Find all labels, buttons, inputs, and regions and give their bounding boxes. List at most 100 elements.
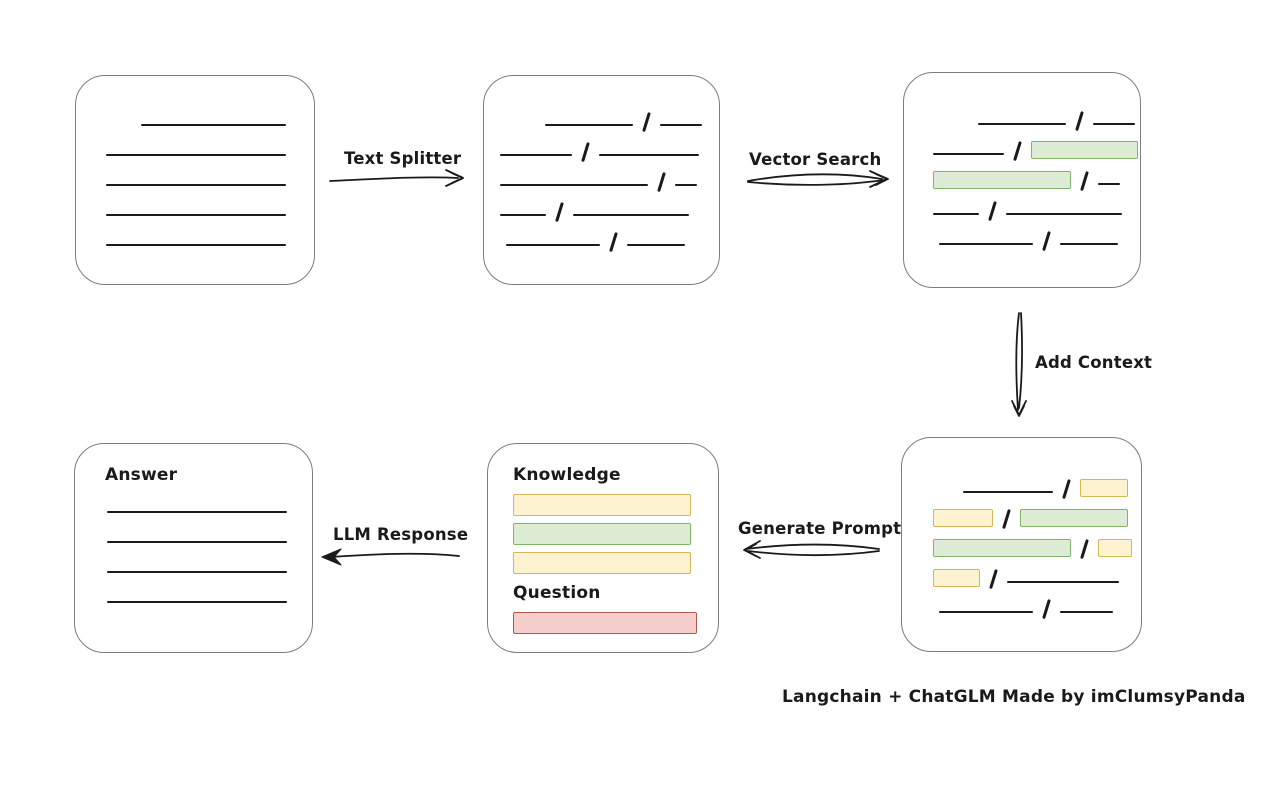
green-chunk xyxy=(1020,509,1128,527)
text-splitter-arrow xyxy=(329,169,464,187)
node-split-chunks xyxy=(483,75,720,285)
text-row xyxy=(931,190,1140,221)
caption: Langchain + ChatGLM Made by imClumsyPand… xyxy=(782,687,1246,707)
yellow-chunk xyxy=(933,509,993,527)
node-prompt: Knowledge Question xyxy=(487,443,719,653)
text-line xyxy=(978,123,1066,125)
text-row xyxy=(104,131,314,161)
text-row xyxy=(104,161,314,191)
slash-separator xyxy=(657,172,666,192)
yellow-chunk xyxy=(933,569,980,587)
text-line xyxy=(107,571,287,573)
text-row xyxy=(105,518,312,548)
text-line xyxy=(933,213,979,215)
text-row xyxy=(105,578,312,608)
add-context-arrow xyxy=(1011,312,1027,417)
text-line xyxy=(939,611,1033,613)
text-row xyxy=(931,160,1140,191)
node-answer: Answer xyxy=(74,443,313,653)
text-line xyxy=(1006,213,1122,215)
arrow-label-llm-response: LLM Response xyxy=(333,525,469,544)
text-line xyxy=(675,184,697,186)
text-row xyxy=(498,131,719,162)
slash-separator xyxy=(609,232,618,252)
question-label: Question xyxy=(513,583,601,603)
question-bars xyxy=(513,612,718,634)
slash-separator xyxy=(642,112,651,132)
text-line xyxy=(506,244,600,246)
text-line xyxy=(963,491,1053,493)
red-bar xyxy=(513,612,697,634)
text-line xyxy=(106,154,286,156)
text-row xyxy=(931,100,1140,131)
text-line xyxy=(141,124,286,126)
slash-separator xyxy=(989,569,998,589)
slash-separator xyxy=(1062,479,1071,499)
text-line xyxy=(1060,243,1118,245)
arrow-label-text-splitter: Text Splitter xyxy=(344,149,462,168)
text-row xyxy=(498,161,719,192)
arrow-label-generate-prompt: Generate Prompt xyxy=(738,519,902,538)
text-row xyxy=(105,548,312,578)
vector-search-arrow xyxy=(747,170,889,188)
llm-response-arrow xyxy=(321,548,460,566)
green-chunk xyxy=(933,539,1071,557)
text-line xyxy=(107,511,287,513)
yellow-bar xyxy=(513,494,691,516)
text-line xyxy=(1007,581,1119,583)
answer-label: Answer xyxy=(105,465,178,485)
text-line xyxy=(627,244,685,246)
text-row xyxy=(931,558,1141,589)
text-row xyxy=(498,191,719,222)
text-line xyxy=(500,154,572,156)
generate-prompt-arrow xyxy=(743,540,880,559)
text-row xyxy=(104,191,314,221)
yellow-chunk xyxy=(1080,479,1128,497)
text-row xyxy=(498,221,719,252)
slash-separator xyxy=(988,201,997,221)
text-line xyxy=(1060,611,1113,613)
yellow-bar xyxy=(513,552,691,574)
slash-separator xyxy=(1042,599,1051,619)
text-line xyxy=(107,601,287,603)
text-line xyxy=(599,154,699,156)
text-row xyxy=(104,221,314,251)
green-chunk xyxy=(1031,141,1138,159)
slash-separator xyxy=(581,142,590,162)
text-line xyxy=(660,124,702,126)
knowledge-label: Knowledge xyxy=(513,465,621,485)
text-line xyxy=(500,214,546,216)
text-line xyxy=(1098,183,1120,185)
text-row xyxy=(931,528,1141,559)
node-context-chunks xyxy=(901,437,1142,652)
slash-separator xyxy=(1002,509,1011,529)
slash-separator xyxy=(1080,171,1089,191)
text-line xyxy=(573,214,689,216)
slash-separator xyxy=(1075,111,1084,131)
text-row xyxy=(931,498,1141,529)
green-chunk xyxy=(933,171,1071,189)
text-line xyxy=(545,124,633,126)
text-row xyxy=(498,101,719,132)
text-line xyxy=(500,184,648,186)
text-line xyxy=(106,244,286,246)
text-row xyxy=(931,130,1140,161)
yellow-chunk xyxy=(1098,539,1132,557)
slash-separator xyxy=(555,202,564,222)
slash-separator xyxy=(1042,231,1051,251)
text-line xyxy=(107,541,287,543)
slash-separator xyxy=(1080,539,1089,559)
node-source-document xyxy=(75,75,315,285)
answer-lines xyxy=(105,488,312,608)
arrow-label-vector-search: Vector Search xyxy=(749,150,882,169)
green-bar xyxy=(513,523,691,545)
text-row xyxy=(931,468,1141,499)
text-row xyxy=(104,101,314,131)
text-line xyxy=(106,214,286,216)
slash-separator xyxy=(1013,141,1022,161)
text-row xyxy=(931,220,1140,251)
arrow-label-add-context: Add Context xyxy=(1035,353,1153,372)
text-line xyxy=(933,153,1005,155)
knowledge-bars xyxy=(513,494,718,574)
